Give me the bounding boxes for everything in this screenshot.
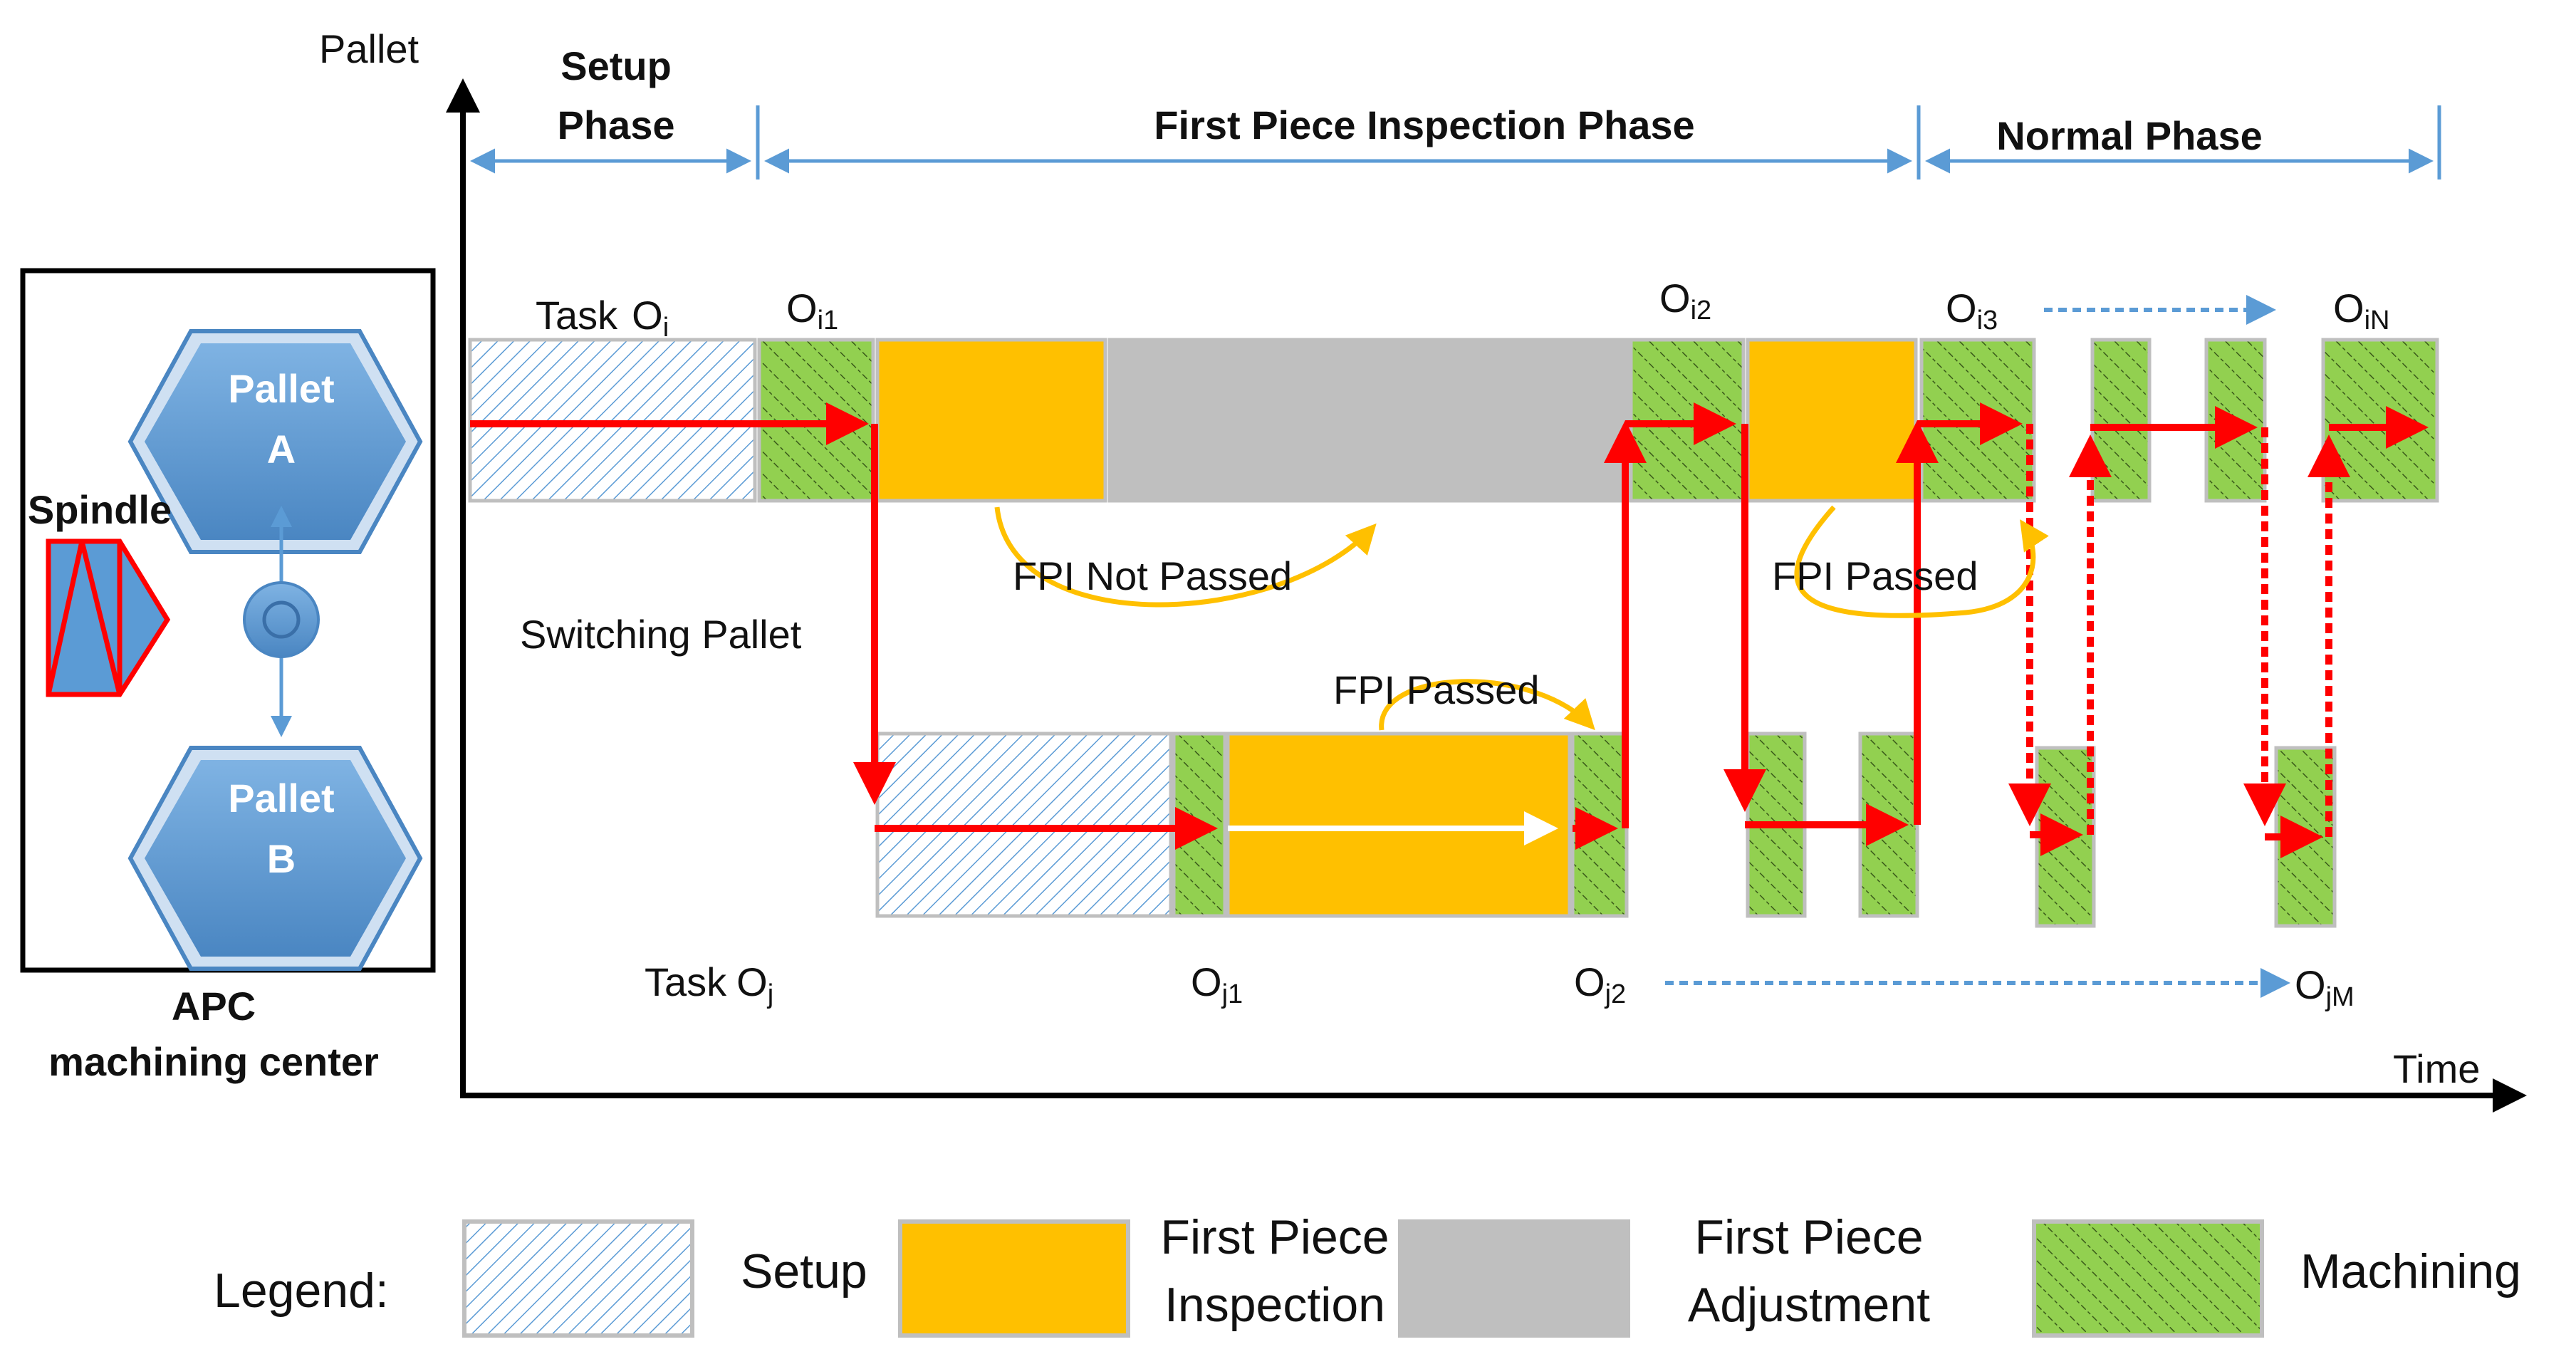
axes: Pallet Time (319, 26, 2527, 1113)
oj1-label: Oj1 (1191, 959, 1243, 1009)
fpi-not-passed-curve (994, 506, 1377, 608)
switching-pallet-label: Switching Pallet (520, 612, 802, 657)
inspection-block-i1 (875, 338, 1107, 503)
machining-block-i4 (2090, 338, 2152, 503)
fpi-passed-top-curve (1794, 505, 2049, 618)
legend: Legend: Setup First Piece Inspection Fir… (214, 1210, 2521, 1338)
svg-text:Pallet: Pallet (228, 366, 334, 411)
adjustment-block-i (1107, 338, 1630, 503)
annotation-labels: FPI Not Passed FPI Passed FPI Passed Swi… (520, 553, 1978, 712)
svg-text:A: A (267, 427, 296, 472)
machine-panel: Pallet A Pallet B Spindle APC machining … (20, 268, 436, 1084)
legend-setup-swatch (462, 1219, 694, 1338)
legend-inspection-swatch (898, 1219, 1130, 1338)
legend-machining-swatch (2032, 1219, 2264, 1338)
legend-adjustment-swatch (1398, 1219, 1630, 1338)
machining-block-oiN (2321, 338, 2439, 503)
svg-text:Pallet: Pallet (228, 776, 334, 821)
spindle-label: Spindle (28, 487, 172, 532)
x-axis-label: Time (2393, 1046, 2480, 1091)
legend-setup-label: Setup (741, 1244, 867, 1298)
oi1-label: Oi1 (786, 286, 838, 335)
oi3-label: Oi3 (1946, 286, 1998, 335)
legend-adjustment-label-1: First Piece (1694, 1210, 1923, 1264)
spindle-icon (46, 538, 171, 697)
rotation-hub-icon (243, 581, 320, 658)
legend-inspection-label-1: First Piece (1160, 1210, 1389, 1264)
machine-caption-1: APC (172, 984, 256, 1029)
fpi-passed-bottom-label: FPI Passed (1333, 667, 1539, 712)
oj2-label: Oj2 (1574, 959, 1626, 1009)
fpi-curves (994, 505, 2049, 731)
pallet-a: Pallet A (127, 329, 423, 554)
inspection-block-i2 (1746, 338, 1918, 503)
phase-indicators: Setup Phase First Piece Inspection Phase… (470, 43, 2441, 179)
y-axis-label: Pallet (319, 26, 419, 71)
svg-text:B: B (267, 836, 296, 881)
legend-adjustment-label-2: Adjustment (1688, 1278, 1930, 1332)
fpi-phase-label: First Piece Inspection Phase (1154, 103, 1694, 147)
machining-block-i5 (2204, 338, 2267, 503)
ojM-label: OjM (2295, 962, 2355, 1012)
legend-machining-label: Machining (2300, 1244, 2521, 1298)
fpi-not-passed-label: FPI Not Passed (1013, 553, 1292, 598)
rotation-axis (243, 506, 320, 737)
legend-inspection-label-2: Inspection (1164, 1278, 1385, 1332)
fpi-passed-bottom-curve (1379, 679, 1595, 731)
oiN-label: OiN (2333, 286, 2389, 335)
normal-phase-label: Normal Phase (1996, 113, 2263, 158)
pallet-b: Pallet B (127, 746, 423, 971)
machine-caption-2: machining center (48, 1039, 379, 1084)
setup-phase-label-1: Setup (560, 43, 672, 88)
pallet-flow-path (470, 402, 2429, 858)
fpi-passed-top-label: FPI Passed (1772, 553, 1978, 598)
sequence-arrows (1665, 295, 2290, 998)
inspection-block-j (1226, 732, 1572, 918)
legend-title: Legend: (214, 1264, 389, 1318)
oi2-label: Oi2 (1659, 276, 1711, 326)
setup-phase-label-2: Phase (558, 103, 675, 147)
